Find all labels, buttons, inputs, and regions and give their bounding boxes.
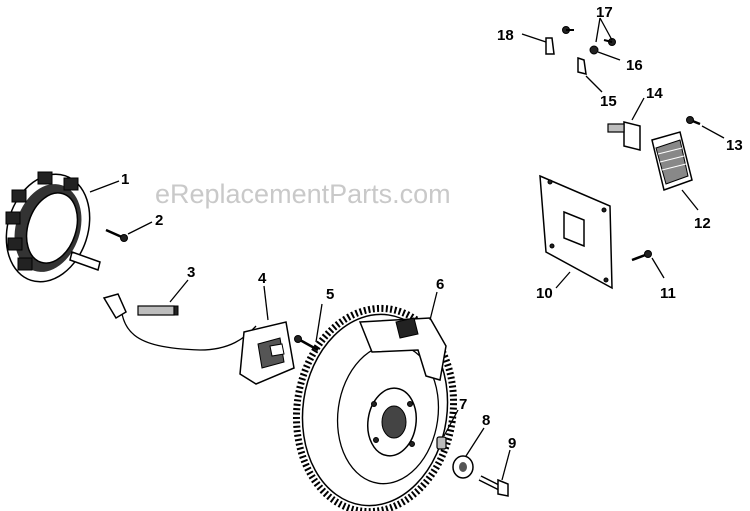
callout-labels: 1 2 3 4 5 6 7 8 9 10 11 12 13 14 15 16 1… [121, 4, 743, 452]
part-12-rectifier-regulator[interactable] [651, 131, 693, 191]
callout-16[interactable]: 16 [626, 57, 643, 74]
part-7-key[interactable] [436, 436, 447, 450]
callout-14[interactable]: 14 [646, 85, 663, 102]
callout-11[interactable]: 11 [660, 285, 676, 302]
part-8-washer[interactable] [452, 455, 474, 479]
callout-2[interactable]: 2 [155, 212, 163, 229]
callout-15[interactable]: 15 [600, 93, 617, 110]
callout-12[interactable]: 12 [694, 215, 711, 232]
leader-lines [89, 17, 725, 481]
callout-7[interactable]: 7 [459, 396, 467, 413]
part-6-flywheel[interactable] [284, 298, 467, 511]
callout-9[interactable]: 9 [508, 435, 516, 452]
part-3-spark-plug-lead[interactable] [102, 293, 257, 351]
callout-8[interactable]: 8 [482, 412, 490, 429]
part-9-bolt[interactable] [478, 475, 509, 497]
callout-10[interactable]: 10 [536, 285, 553, 302]
callout-17[interactable]: 17 [596, 4, 613, 21]
part-13-screw[interactable] [686, 116, 701, 126]
watermark: eReplacementParts.com [155, 179, 451, 209]
part-16-nut[interactable] [589, 45, 599, 55]
part-1-stator[interactable] [0, 163, 103, 292]
callout-13[interactable]: 13 [726, 137, 743, 154]
part-17-screws[interactable] [562, 26, 616, 46]
callout-18[interactable]: 18 [497, 27, 514, 44]
part-10-gasket[interactable] [539, 174, 613, 290]
part-2-screw[interactable] [105, 228, 128, 242]
callout-5[interactable]: 5 [326, 286, 334, 303]
part-14-bracket[interactable] [607, 121, 641, 151]
callout-6[interactable]: 6 [436, 276, 444, 293]
part-5-screw[interactable] [294, 335, 319, 352]
callout-1[interactable]: 1 [121, 171, 129, 188]
part-18-bracket[interactable] [545, 37, 555, 55]
part-11-screw[interactable] [631, 250, 652, 262]
part-15-clip[interactable] [577, 56, 587, 75]
callout-3[interactable]: 3 [187, 264, 195, 281]
part-4-ignition-module[interactable] [239, 321, 295, 385]
callout-4[interactable]: 4 [258, 270, 267, 287]
